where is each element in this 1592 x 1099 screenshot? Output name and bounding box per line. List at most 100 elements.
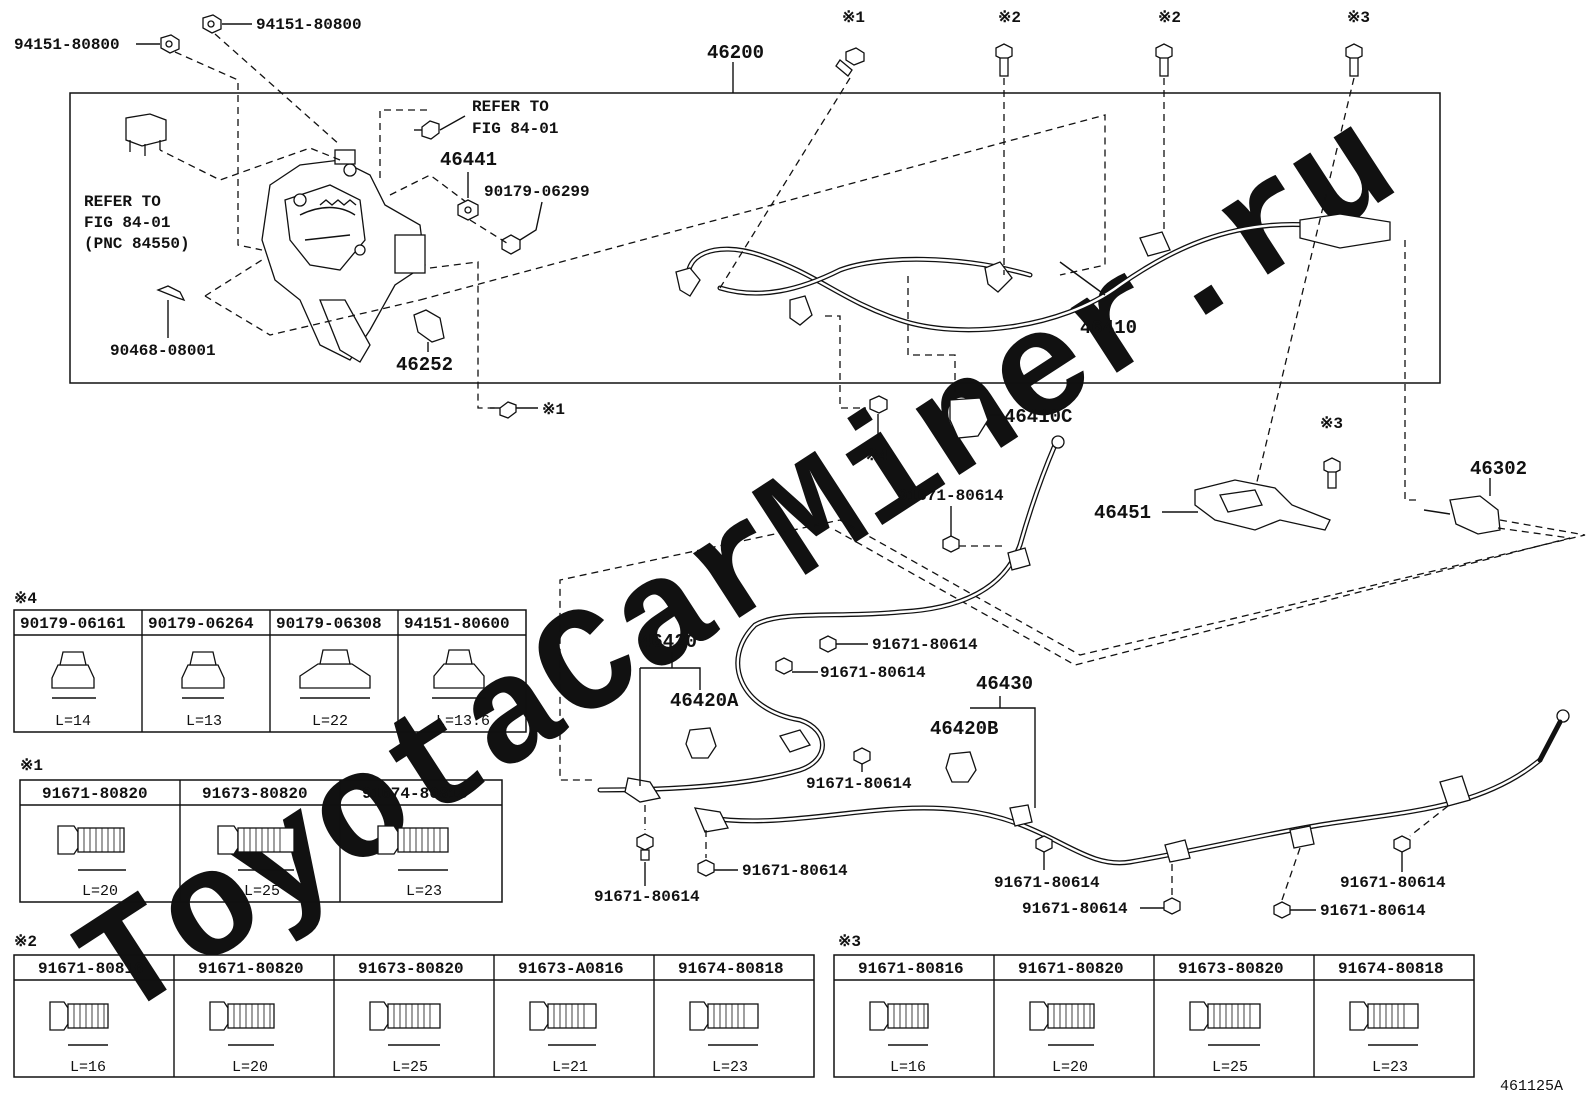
table-2: 91671-80816 91671-80820 91673-80820 9167… [13, 954, 815, 1078]
parking-brake-pedal-assembly [261, 149, 426, 363]
front-cable-46410 [675, 213, 1391, 333]
table-2-header-2: 91673-80820 [358, 960, 464, 978]
marker-2-top-b[interactable]: ※2 [1158, 9, 1181, 27]
bolt-icon [414, 120, 440, 140]
bolt-icon [697, 859, 715, 877]
table-2-length-4: L=23 [712, 1059, 748, 1076]
table-2-header-0: 91671-80816 [38, 960, 144, 978]
bolt-icon [853, 747, 871, 765]
refer-fig-84-01-left-line1[interactable]: REFER TO [84, 193, 161, 211]
table-3-header-2: 91673-80820 [1178, 960, 1284, 978]
refer-fig-84-01-top-line2[interactable]: FIG 84-01 [472, 120, 558, 138]
callout-91671-80614-a[interactable]: 91671-80614 [898, 487, 1004, 505]
callout-91671-80614-d[interactable]: 91671-80614 [806, 775, 912, 793]
callout-91671-80614-i[interactable]: 91671-80614 [1320, 902, 1426, 920]
bolt-icon [490, 401, 517, 419]
table-4-header-0: 90179-06161 [20, 615, 126, 633]
table-4-length-0: L=14 [55, 713, 91, 730]
bolt-icon [1273, 901, 1291, 919]
bolt-icon [689, 1001, 759, 1031]
pedal-pad-46252-icon [413, 309, 445, 343]
table-2-length-2: L=25 [392, 1059, 428, 1076]
callout-46441[interactable]: 46441 [440, 149, 497, 171]
table-4-header-3: 94151-80600 [404, 615, 510, 633]
callout-46420b[interactable]: 46420B [930, 718, 998, 740]
callout-90468-08001[interactable]: 90468-08001 [110, 342, 216, 360]
table-1: 91671-80820 91673-80820 91674-80818 L=20… [19, 779, 503, 903]
assembly-46200-box [69, 92, 1441, 384]
table-2-header-3: 91673-A0816 [518, 960, 624, 978]
callout-46420a[interactable]: 46420A [670, 690, 739, 712]
marker-3-right[interactable]: ※3 [1320, 415, 1343, 433]
nut-icon [181, 651, 225, 689]
table-3-length-1: L=20 [1052, 1059, 1088, 1076]
callout-91671-80614-b[interactable]: 91671-80614 [872, 636, 978, 654]
table-4-length-1: L=13 [186, 713, 222, 730]
callout-46430[interactable]: 46430 [976, 673, 1033, 695]
callout-94151-80800-top[interactable]: 94151-80800 [256, 16, 362, 34]
marker-1-below-box[interactable]: ※1 [542, 401, 565, 419]
refer-fig-84-01-left-line2[interactable]: FIG 84-01 [84, 214, 170, 232]
rear-cable-46430 [693, 709, 1570, 866]
callout-46302[interactable]: 46302 [1470, 458, 1527, 480]
bolt-icon [1323, 457, 1341, 489]
refer-fig-84-01-top-line1[interactable]: REFER TO [472, 98, 549, 116]
callout-91671-80614-j[interactable]: 91671-80614 [1340, 874, 1446, 892]
diagram-code: 461125A [1500, 1078, 1563, 1095]
table-1-header-2: 91674-80818 [362, 785, 468, 803]
table-3-marker: ※3 [838, 933, 861, 951]
table-3-header-0: 91671-80816 [858, 960, 964, 978]
refer-fig-84-01-left-line3[interactable]: (PNC 84550) [84, 235, 190, 253]
table-1-header-0: 91671-80820 [42, 785, 148, 803]
callout-91671-80614-f[interactable]: 91671-80614 [742, 862, 848, 880]
bolt-icon [1345, 43, 1363, 77]
table-3-length-3: L=23 [1372, 1059, 1408, 1076]
callout-46420[interactable]: 46420 [640, 631, 697, 653]
callout-46451[interactable]: 46451 [1094, 502, 1151, 524]
table-1-header-1: 91673-80820 [202, 785, 308, 803]
nut-icon [869, 395, 888, 414]
marker-2-top-a[interactable]: ※2 [998, 9, 1021, 27]
watermark-text: ToyotaCarMiner.ru [52, 83, 1428, 1059]
callout-91671-80614-h[interactable]: 91671-80614 [1022, 900, 1128, 918]
callout-46410[interactable]: 46410 [1080, 317, 1137, 339]
callout-90179-06299[interactable]: 90179-06299 [484, 183, 590, 201]
bolt-icon [942, 535, 960, 553]
callout-46200[interactable]: 46200 [707, 42, 764, 64]
clip-46420a-icon [685, 727, 717, 759]
bolt-icon [217, 825, 295, 855]
marker-3-top[interactable]: ※3 [1347, 9, 1370, 27]
bolt-icon [529, 1001, 597, 1031]
marker-4-nut[interactable]: ※4 [865, 447, 888, 465]
callout-94151-80800-left[interactable]: 94151-80800 [14, 36, 120, 54]
table-2-length-3: L=21 [552, 1059, 588, 1076]
clip-46420b-icon [945, 751, 977, 783]
callout-91671-80614-g[interactable]: 91671-80614 [994, 874, 1100, 892]
table-4-header-1: 90179-06264 [148, 615, 254, 633]
callout-46252[interactable]: 46252 [396, 354, 453, 376]
bolt-icon [835, 47, 865, 77]
callout-91671-80614-c[interactable]: 91671-80614 [820, 664, 926, 682]
marker-1-top[interactable]: ※1 [842, 9, 865, 27]
nut-icon [160, 34, 180, 54]
callout-91671-80614-e[interactable]: 91671-80614 [594, 888, 700, 906]
nut-icon [433, 649, 485, 689]
table-3-length-2: L=25 [1212, 1059, 1248, 1076]
table-4-header-2: 90179-06308 [276, 615, 382, 633]
stop-switch-connector-icon [125, 113, 167, 156]
nut-icon [202, 14, 222, 34]
bolt-icon [209, 1001, 275, 1031]
nut-icon [51, 651, 95, 689]
table-2-length-0: L=16 [70, 1059, 106, 1076]
rear-cable-46420 [597, 435, 1065, 803]
table-2-header-4: 91674-80818 [678, 960, 784, 978]
bolt-icon [819, 635, 837, 653]
table-2-header-1: 91671-80820 [198, 960, 304, 978]
bolt-icon [1029, 1001, 1095, 1031]
table-3-header-1: 91671-80820 [1018, 960, 1124, 978]
bolt-icon [49, 1001, 109, 1031]
bolt-icon [1035, 835, 1053, 853]
table-3: 91671-80816 91671-80820 91673-80820 9167… [833, 954, 1475, 1078]
callout-46410c[interactable]: 46410C [1004, 406, 1072, 428]
